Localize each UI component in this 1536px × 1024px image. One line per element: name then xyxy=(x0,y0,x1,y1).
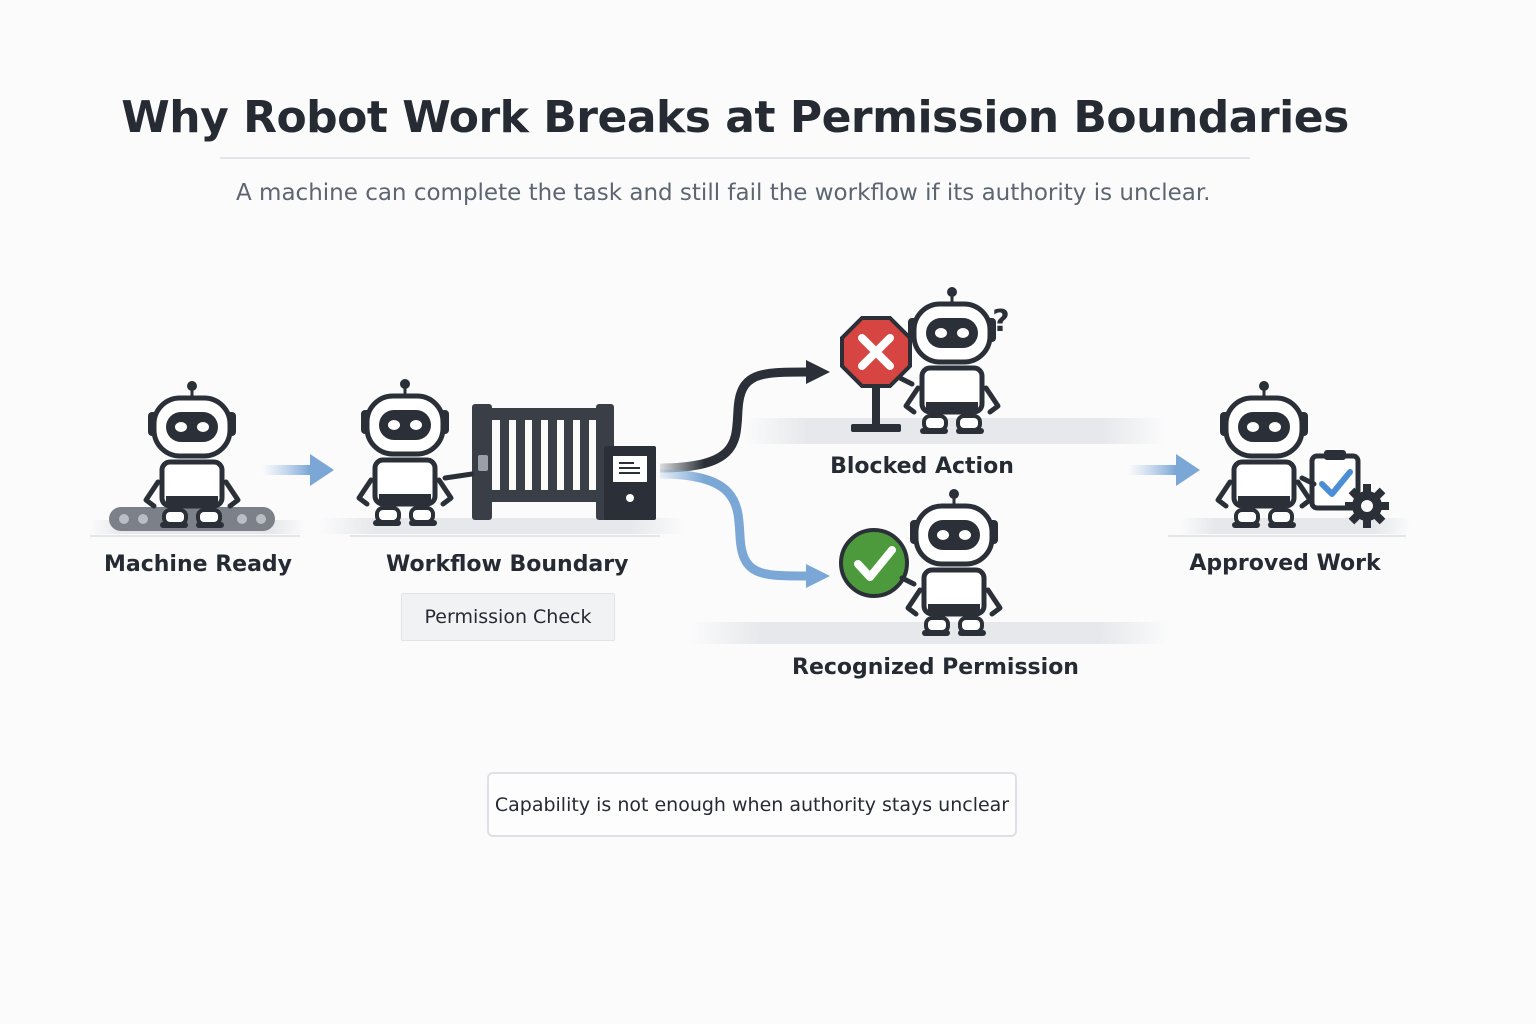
ground-line xyxy=(90,535,300,537)
robot-arm xyxy=(899,575,917,587)
robot-arm xyxy=(897,375,915,387)
conclusion-note: Capability is not enough when authority … xyxy=(487,772,1017,837)
ground-line xyxy=(350,535,660,537)
gate-icon xyxy=(472,404,656,520)
robot-arm xyxy=(442,471,475,481)
page-subtitle: A machine can complete the task and stil… xyxy=(236,180,1211,206)
stage-label-blocked-action: Blocked Action xyxy=(830,454,1014,479)
stage-label-recognized-permission: Recognized Permission xyxy=(792,655,1079,680)
stage-label-workflow-boundary: Workflow Boundary xyxy=(386,552,629,577)
blocked-path-arrow xyxy=(659,367,809,473)
arrow-right-icon xyxy=(1128,454,1200,486)
approved-path-arrow xyxy=(659,469,809,581)
check-circle-icon xyxy=(839,528,909,598)
robot-icon xyxy=(908,489,1000,636)
stop-sign-x-icon xyxy=(840,316,912,432)
arrow-right-icon xyxy=(806,360,830,384)
arrow-right-icon xyxy=(806,564,830,588)
title-divider xyxy=(220,157,1250,159)
question-mark: ? xyxy=(992,304,1009,339)
robot-icon xyxy=(906,287,998,434)
page-title: Why Robot Work Breaks at Permission Boun… xyxy=(121,92,1349,143)
robot-icon xyxy=(359,379,451,526)
ground-shadow xyxy=(745,418,1165,444)
permission-check-box: Permission Check xyxy=(401,593,615,641)
clipboard-check-icon xyxy=(1309,450,1361,511)
stage-label-machine-ready: Machine Ready xyxy=(103,552,293,577)
stage-label-approved-work: Approved Work xyxy=(1189,551,1381,576)
robot-arm xyxy=(1299,475,1317,487)
robot-icon xyxy=(146,381,238,528)
gear-icon xyxy=(1345,484,1389,528)
conveyor-icon xyxy=(109,507,275,531)
robot-icon xyxy=(1218,381,1310,528)
ground-line xyxy=(1168,535,1406,537)
arrow-right-icon xyxy=(262,454,334,486)
